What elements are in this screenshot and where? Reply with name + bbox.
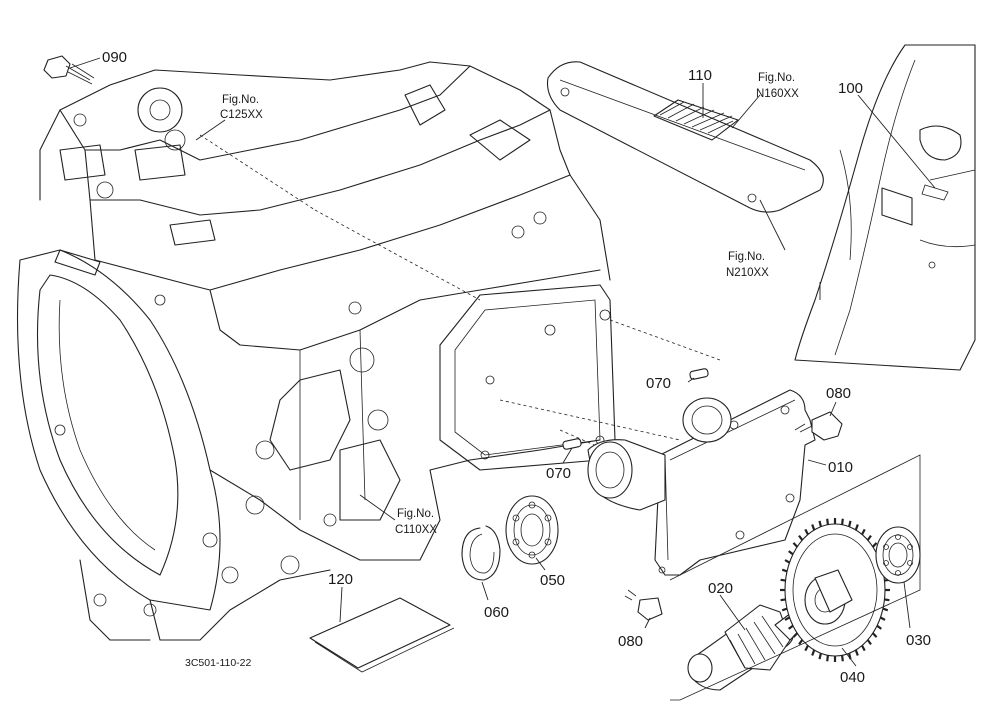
fig-ref-n160-line2: N160XX — [756, 88, 799, 100]
gear-tooth — [854, 524, 859, 531]
drawing-code: 3C501-110-22 — [185, 657, 252, 669]
bolt-090 — [43, 55, 95, 85]
label-040: 040 — [840, 669, 865, 686]
gear-tooth — [798, 534, 804, 541]
label-020: 020 — [708, 580, 733, 597]
fig-ref-n210-line1: Fig.No. — [728, 251, 765, 263]
fig-ref-n210-line2: N210XX — [726, 267, 769, 279]
gear-tooth — [781, 607, 788, 612]
gear-tooth — [780, 578, 786, 582]
fig-ref-n160-line1: Fig.No. — [758, 72, 795, 84]
housing-gear-hub — [137, 87, 183, 133]
label-060: 060 — [484, 604, 509, 621]
gear-tooth — [841, 518, 844, 525]
gear-tooth — [841, 655, 844, 662]
label-sticker — [653, 99, 739, 141]
fig-ref-c110: Fig.No. C110XX — [395, 508, 437, 536]
cover-flange-010 — [587, 389, 816, 576]
gear-tooth — [861, 644, 866, 652]
gear-tooth — [848, 520, 852, 527]
gear-tooth — [784, 616, 791, 621]
gear-tooth — [861, 528, 866, 536]
part-labels: 090 110 100 070 080 070 010 050 060 120 … — [102, 49, 931, 686]
gear-tooth — [818, 653, 822, 660]
fig-ref-c110-line1: Fig.No. — [397, 508, 434, 520]
dowel-pin-lower — [562, 438, 582, 450]
gear-tooth — [798, 639, 804, 646]
transmission-housing — [16, 61, 721, 641]
bearing-050 — [505, 495, 559, 565]
gear-tooth — [792, 542, 798, 548]
label-070-lower: 070 — [546, 465, 571, 482]
label-080-upper: 080 — [826, 385, 851, 402]
label-010: 010 — [828, 459, 853, 476]
gear-tooth — [866, 534, 872, 541]
fig-ref-n160: Fig.No. N160XX — [756, 72, 799, 100]
side-panel — [794, 44, 976, 371]
gear-tooth — [826, 655, 829, 662]
gear-tooth — [804, 528, 809, 536]
bearing-030 — [875, 526, 921, 584]
gear-tooth — [854, 649, 859, 656]
label-100: 100 — [838, 80, 863, 97]
gear-tooth — [866, 639, 872, 646]
bolt-080-lower — [624, 589, 663, 621]
label-090: 090 — [102, 49, 127, 66]
gear-tooth — [882, 607, 889, 612]
label-080-lower: 080 — [618, 633, 643, 650]
gear-tooth — [876, 624, 882, 630]
gear-tooth — [826, 518, 829, 525]
gear-tooth — [872, 632, 878, 638]
gear-tooth — [780, 598, 786, 602]
fig-ref-n210: Fig.No. N210XX — [726, 251, 769, 279]
label-050: 050 — [540, 572, 565, 589]
fig-ref-c110-line2: C110XX — [395, 524, 437, 536]
top-cover-plate — [546, 61, 824, 213]
fig-ref-c125-line1: Fig.No. — [222, 94, 259, 106]
fig-ref-c125-line2: C125XX — [220, 109, 263, 121]
snap-ring-060 — [461, 525, 501, 581]
manual-120 — [309, 597, 455, 673]
dowel-pin-upper — [689, 368, 709, 380]
leader-lines — [69, 57, 936, 667]
gear-tooth — [811, 524, 816, 531]
gear-tooth — [788, 550, 794, 556]
gear-tooth — [811, 649, 816, 656]
gear-040 — [780, 518, 890, 662]
bolt-080-upper — [794, 411, 843, 441]
assembly-bracket — [669, 454, 921, 701]
label-110: 110 — [688, 67, 712, 84]
label-120: 120 — [328, 571, 353, 588]
gear-tooth — [804, 644, 809, 652]
gear-tooth — [884, 598, 890, 602]
gear-tooth — [781, 568, 788, 573]
gear-tooth — [792, 632, 798, 638]
label-030: 030 — [906, 632, 931, 649]
label-070-upper: 070 — [646, 375, 671, 392]
gear-tooth — [784, 559, 791, 564]
gear-tooth — [788, 624, 794, 630]
gear-tooth — [879, 616, 886, 621]
housing-bolt-holes — [54, 113, 611, 617]
gear-tooth — [872, 542, 878, 548]
fig-ref-c125: Fig.No. C125XX — [220, 94, 263, 121]
gear-tooth — [818, 520, 822, 527]
